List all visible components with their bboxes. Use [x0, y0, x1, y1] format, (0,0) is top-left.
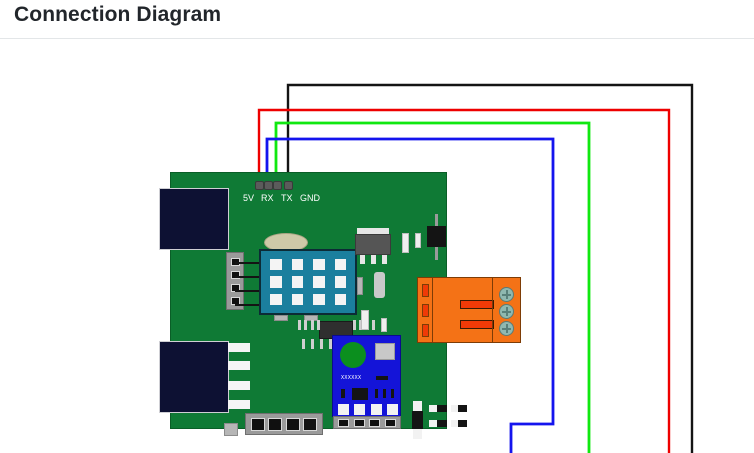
- wire-5v: [257, 108, 671, 453]
- wire-rx: [265, 137, 555, 453]
- wire-layer: [257, 83, 694, 453]
- page-title: Connection Diagram: [14, 3, 222, 26]
- diagram-canvas: 5V RX TX GND: [0, 39, 754, 453]
- wire-tx: [274, 121, 591, 453]
- wire-gnd: [286, 83, 694, 453]
- title-divider: [0, 38, 754, 39]
